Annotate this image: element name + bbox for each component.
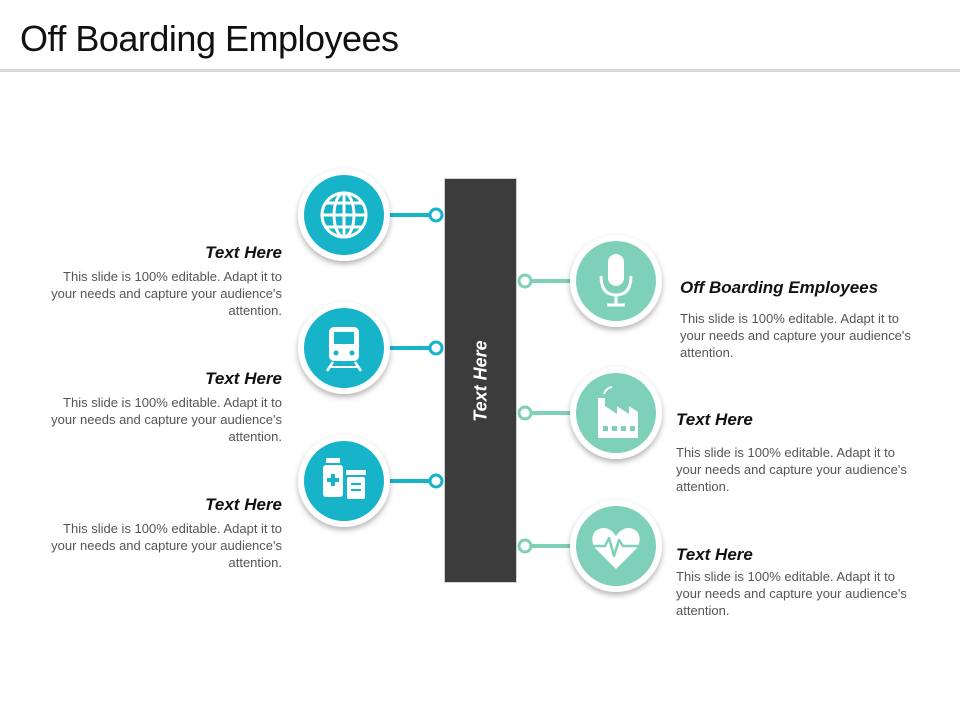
left-block-text: This slide is 100% editable. Adapt it to… bbox=[51, 395, 282, 444]
medicine-circle bbox=[298, 435, 390, 527]
left-block-text: This slide is 100% editable. Adapt it to… bbox=[51, 269, 282, 318]
connector-left-1 bbox=[390, 207, 444, 223]
train-circle bbox=[298, 302, 390, 394]
left-block-heading: Text Here bbox=[205, 495, 282, 514]
left-block-heading: Text Here bbox=[205, 369, 282, 388]
connector-right-1 bbox=[517, 273, 572, 289]
right-block-text: This slide is 100% editable. Adapt it to… bbox=[676, 445, 907, 494]
left-block-2: Text Here This slide is 100% editable. A… bbox=[42, 369, 282, 445]
right-block-heading: Text Here bbox=[676, 545, 753, 564]
factory-circle bbox=[570, 367, 662, 459]
medicine-icon bbox=[323, 458, 366, 499]
connector-right-3 bbox=[517, 538, 572, 554]
connector-right-2 bbox=[517, 405, 572, 421]
heart-pulse-icon bbox=[592, 527, 640, 569]
train-icon bbox=[325, 327, 363, 372]
microphone-circle bbox=[570, 235, 662, 327]
left-block-3: Text Here This slide is 100% editable. A… bbox=[42, 495, 282, 571]
right-block-2: Text Here This slide is 100% editable. A… bbox=[676, 410, 916, 495]
center-bar: Text Here bbox=[444, 178, 517, 583]
left-block-text: This slide is 100% editable. Adapt it to… bbox=[51, 521, 282, 570]
connector-left-2 bbox=[390, 340, 444, 356]
heart-circle bbox=[570, 500, 662, 592]
left-block-1: Text Here This slide is 100% editable. A… bbox=[42, 243, 282, 319]
microphone-icon bbox=[599, 254, 633, 307]
center-bar-label: Text Here bbox=[470, 339, 490, 422]
right-block-text: This slide is 100% editable. Adapt it to… bbox=[680, 311, 911, 360]
right-block-text: This slide is 100% editable. Adapt it to… bbox=[676, 569, 907, 618]
factory-icon bbox=[598, 386, 638, 438]
globe-icon bbox=[320, 191, 368, 239]
right-block-heading: Text Here bbox=[676, 410, 753, 429]
page-title: Off Boarding Employees bbox=[20, 18, 399, 59]
connector-left-3 bbox=[390, 473, 444, 489]
title-divider bbox=[0, 69, 960, 72]
right-block-heading: Off Boarding Employees bbox=[680, 278, 879, 297]
globe-circle bbox=[298, 169, 390, 261]
left-block-heading: Text Here bbox=[205, 243, 282, 262]
right-block-3: Text Here This slide is 100% editable. A… bbox=[676, 545, 916, 619]
right-block-1: Off Boarding Employees This slide is 100… bbox=[680, 278, 920, 361]
